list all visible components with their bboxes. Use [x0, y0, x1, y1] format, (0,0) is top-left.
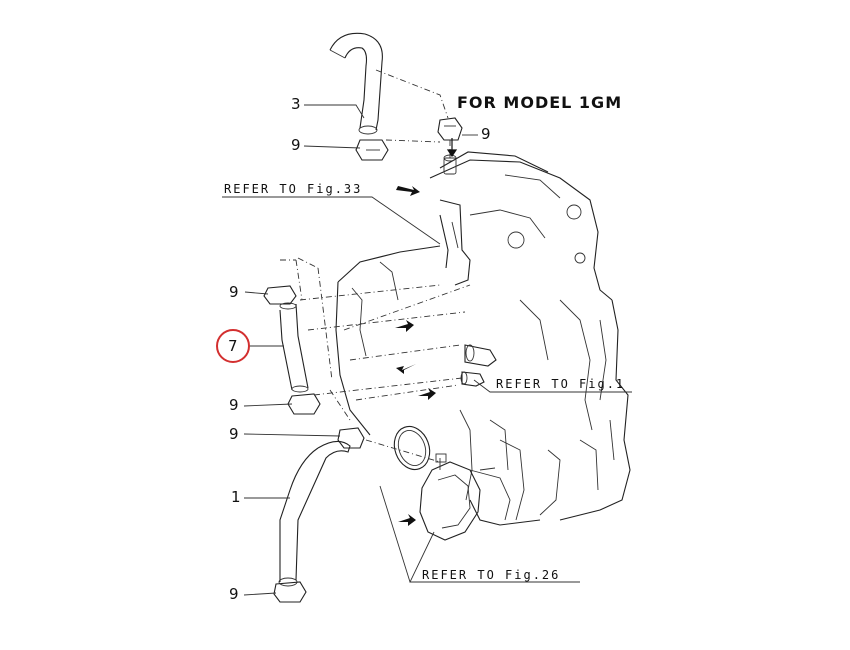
part-label-9-f[interactable]: 9 [229, 585, 239, 603]
part-label-9-e[interactable]: 9 [229, 425, 239, 443]
assembly-lines [280, 69, 471, 463]
hose-top [329, 32, 383, 135]
model-note: FOR MODEL 1GM [457, 93, 623, 112]
part-label-9-top-right[interactable]: 9 [481, 125, 491, 143]
part-label-9-top-left[interactable]: 9 [291, 136, 301, 154]
part-7-highlight [216, 329, 250, 363]
engine-block [335, 151, 631, 541]
leader-lines [222, 104, 632, 596]
hose-mid [279, 302, 309, 393]
refer-fig-1[interactable]: REFER TO Fig.1 [496, 377, 626, 391]
refer-fig-26[interactable]: REFER TO Fig.26 [422, 568, 561, 582]
flow-arrows [395, 138, 458, 526]
hose-bottom [278, 440, 351, 587]
part-label-1[interactable]: 1 [231, 488, 241, 506]
part-label-7[interactable]: 7 [228, 337, 238, 355]
refer-fig-33[interactable]: REFER TO Fig.33 [224, 182, 363, 196]
part-label-9-d[interactable]: 9 [229, 396, 239, 414]
part-label-9-b[interactable]: 9 [229, 283, 239, 301]
part-label-3[interactable]: 3 [291, 95, 301, 113]
